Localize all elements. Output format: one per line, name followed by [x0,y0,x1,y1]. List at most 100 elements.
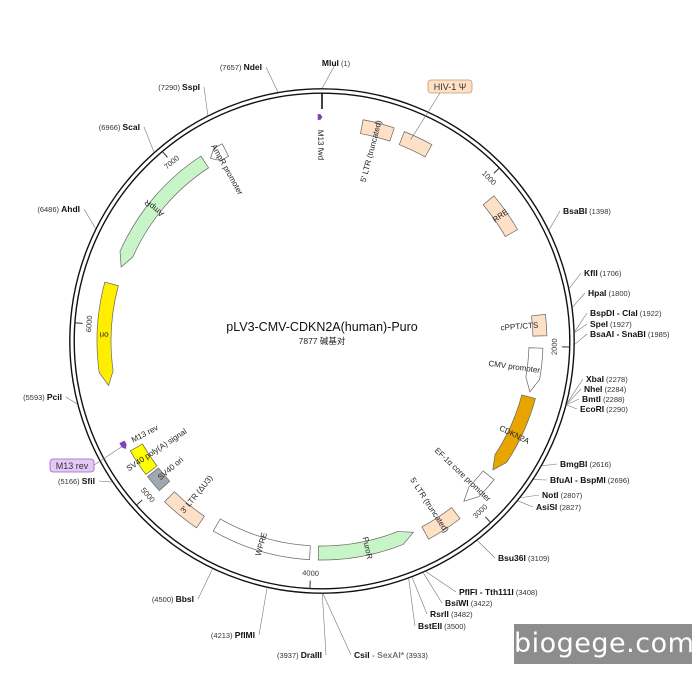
tick-mark-1000 [493,168,500,174]
site-pos-scai: (6966) [99,123,123,132]
site-ahdi[interactable]: (6486) AhdI [37,204,80,214]
feature-label-m13-rev: M13 rev [130,423,160,444]
site-rsrii[interactable]: RsrII (3482) [430,609,473,619]
site-sspi[interactable]: (7290) SspI [158,82,200,92]
site-pflfi[interactable]: PflFI - Tth111I (3408) [459,587,538,597]
feature-ori-15[interactable] [96,281,119,387]
site-bsaai[interactable]: BsaAI - SnaBI (1985) [590,329,670,339]
site-name-bfuai: BfuAI - BspMI [550,475,606,485]
site-name-ahdi: AhdI [61,204,80,214]
leader-bbsi [197,568,213,600]
site-pos-hpai: (1800) [606,289,630,298]
site-bfuai[interactable]: BfuAI - BspMI (2696) [550,475,630,485]
site-sfii[interactable]: (5166) SfiI [58,476,95,486]
leader-pflmi [258,587,268,636]
site-kfli[interactable]: KflI (1706) [584,268,622,278]
site-bspdi[interactable]: BspDI - ClaI (1922) [590,308,662,318]
hiv1-psi-callout: HIV-1 Ψ [427,79,473,94]
feature-sv40-ori-12[interactable] [146,467,171,492]
feature-cppt-cts-4[interactable] [531,313,548,337]
leader-ecori [566,404,578,410]
restriction-site-layer: MluI (1) (7657) NdeI (7290) SspI (6966) Sca… [23,58,670,660]
feature-wpre-10[interactable] [212,518,311,561]
feature-sv40-poly-a-signal-13[interactable] [129,443,158,475]
site-noti[interactable]: NotI (2807) [542,490,583,500]
site-pos-pflmi: (4213) [211,631,235,640]
site-name-xbai: XbaI [586,374,604,384]
site-pos-ahdi: (6486) [37,205,61,214]
site-pos-xbai: (2278) [604,375,628,384]
site-pos-bmgbi: (2616) [587,460,611,469]
site-pos-sspi: (7290) [158,83,182,92]
site-bsteii[interactable]: BstEII (3500) [418,621,466,631]
site-pos-csii: (3933) [404,651,428,660]
feature-cdkn2a-6[interactable] [492,394,536,471]
site-name-rsrii: RsrII [430,609,449,619]
feature-5-ltr-truncated-b-2[interactable] [398,131,433,158]
tick-mark-7000 [162,151,168,158]
feature-5-ltr-truncated-8[interactable] [421,507,461,540]
site-bsiwi[interactable]: BsiWI (3422) [445,598,493,608]
site-name-bsaai: BsaAI - SnaBI [590,329,646,339]
leader-sfii [98,480,113,483]
tick-label-7000: 7000 [162,154,181,172]
feature-ef-1-core-promoter-7[interactable] [463,470,495,502]
feature-rre-3[interactable] [482,195,518,238]
feature-ampr-promoter-17[interactable] [210,143,230,161]
tick-label-2000: 2000 [550,338,559,355]
hiv1-psi-label: HIV-1 Ψ [434,82,467,92]
feature-puror-9[interactable] [317,531,415,561]
leader-bsiwi [423,572,443,604]
site-name-bspdi: BspDI - ClaI [590,308,638,318]
feature-label-ampr-promoter: AmpR promoter [209,143,244,197]
site-pos-bsabi: (1398) [587,207,611,216]
site-mlui[interactable]: MluI (1) [322,58,351,68]
site-bmgbi[interactable]: BmgBI (2616) [560,459,612,469]
site-pos-bfuai: (2696) [606,476,630,485]
site-hpai[interactable]: HpaI (1800) [588,288,631,298]
leader-rsrii [411,577,428,615]
tick-label-6000: 6000 [84,315,94,332]
site-name-pflmi: PflMI [235,630,255,640]
feature-m13-rev-14[interactable] [119,440,127,450]
leader-mlui [321,62,337,89]
site-pos-nhei: (2284) [602,385,626,394]
plasmid-size: 7877 碱基对 [299,336,346,346]
site-pflmi[interactable]: (4213) PflMI [211,630,255,640]
feature-label-m13-fwd: M13 fwd [316,130,325,160]
site-scai[interactable]: (6966) ScaI [99,122,140,132]
site-pcii[interactable]: (5593) PciI [23,392,62,402]
site-pos-bbsi: (4500) [152,595,176,604]
tick-label-5000: 5000 [139,486,157,504]
site-xbai[interactable]: XbaI (2278) [586,374,628,384]
feature-5-ltr-truncated-1[interactable] [360,119,395,142]
site-bsu36i[interactable]: Bsu36I (3109) [498,553,550,563]
site-name-mlui: MluI [322,58,339,68]
leader-hpai [572,292,586,308]
site-csii[interactable]: CsiI - SexAI* (3933) [354,650,428,660]
feature-ampr-16[interactable] [119,155,210,268]
site-spei[interactable]: SpeI (1927) [590,319,632,329]
leader-nhei [566,388,582,405]
site-bmti[interactable]: BmtI (2288) [582,394,625,404]
feature-m13-fwd-0[interactable] [317,114,323,120]
leader-pcii [65,396,78,405]
tick-label-4000: 4000 [302,568,319,578]
leader-bmgbi [542,463,558,467]
site-nhei[interactable]: NheI (2284) [584,384,627,394]
site-pos-bsaai: (1985) [646,330,670,339]
site-asisi[interactable]: AsiSI (2827) [536,502,582,512]
site-name-scai: ScaI [123,122,141,132]
site-draiii[interactable]: (3937) DraIII [277,650,322,660]
site-ecori[interactable]: EcoRI (2290) [580,404,628,414]
leader-ahdi [83,208,96,229]
feature-label-3-ltr-u3: 3' LTR (ΔU3) [179,473,215,514]
feature-3-ltr-u3-11[interactable] [164,491,205,529]
site-ndei[interactable]: (7657) NdeI [220,62,262,72]
site-name-bmti: BmtI [582,394,601,404]
site-bsabi[interactable]: BsaBI (1398) [563,206,611,216]
feature-cmv-promoter-5[interactable] [525,347,544,393]
site-name-draiii: DraIII [301,650,322,660]
site-bbsi[interactable]: (4500) BbsI [152,594,194,604]
site-extra-csii: - SexAI* [370,650,405,660]
